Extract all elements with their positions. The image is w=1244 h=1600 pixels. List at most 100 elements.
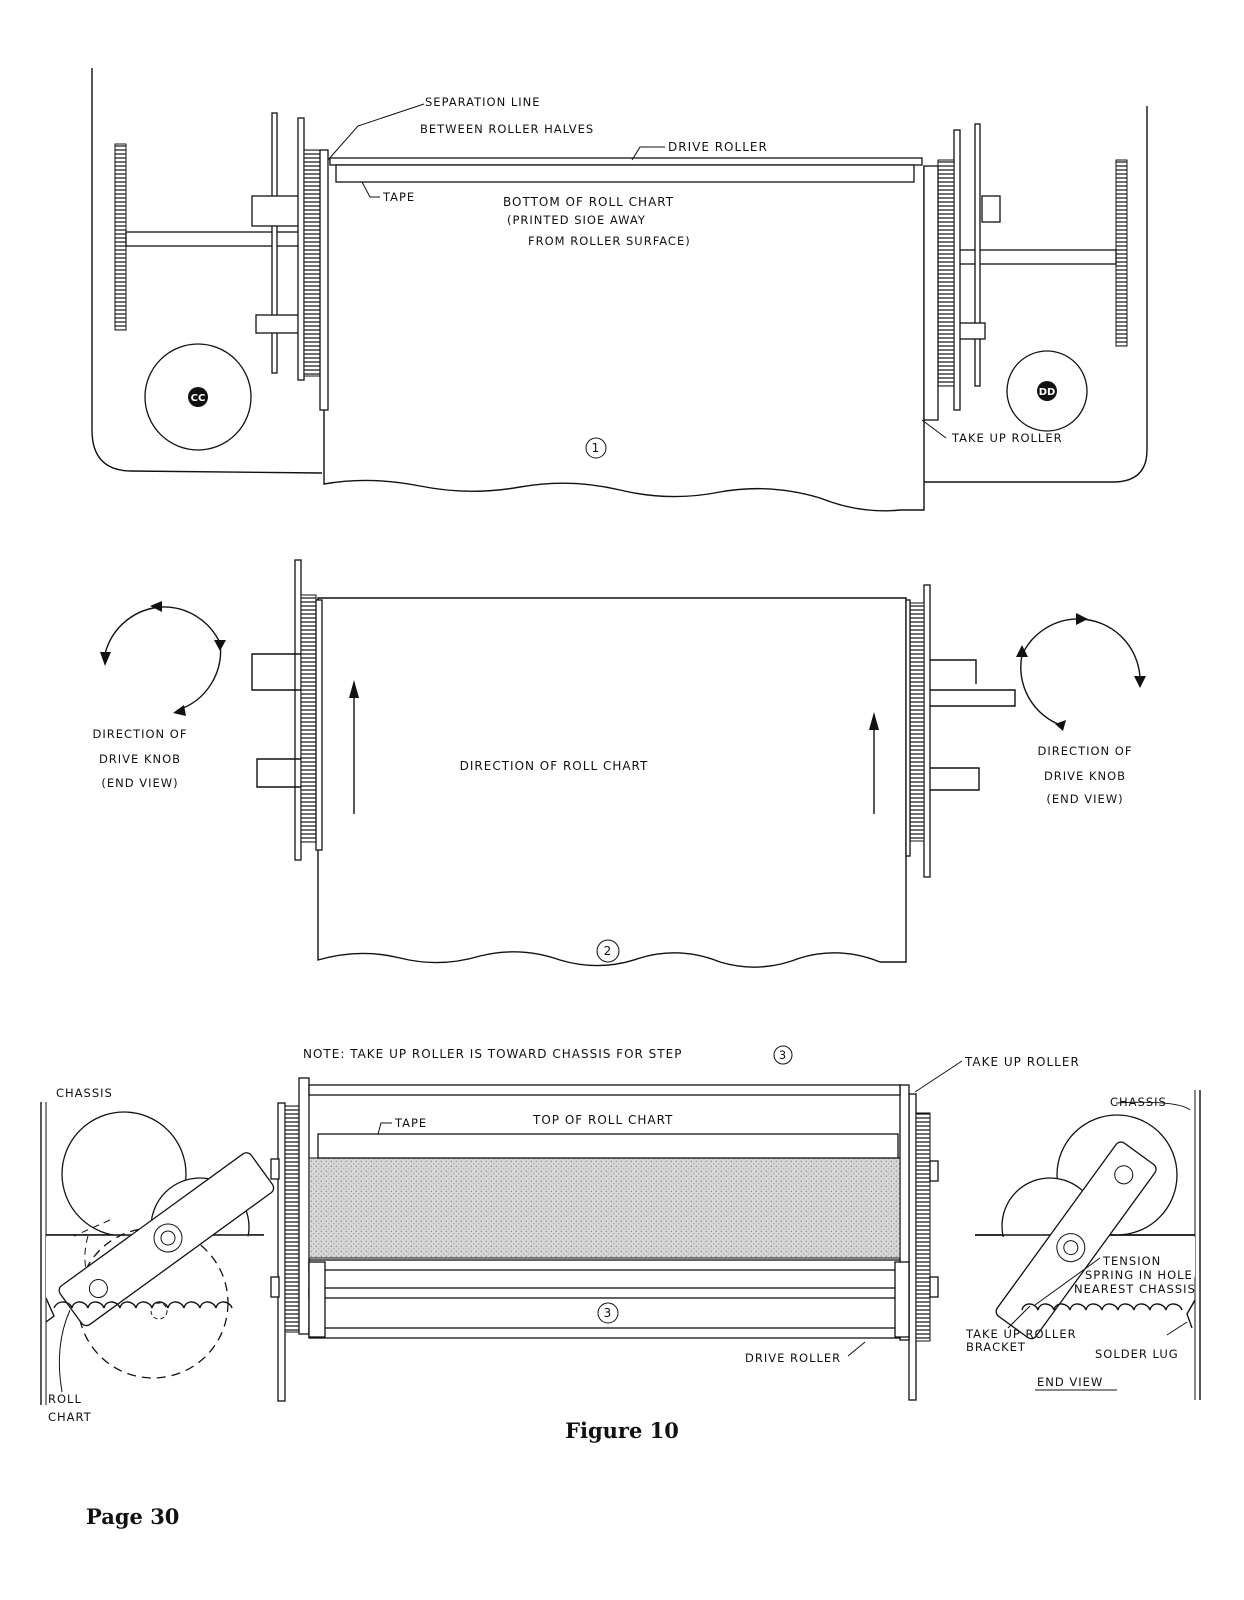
left-rotation-arrowhead-1 (100, 652, 111, 666)
knob-dd-label: DD (1039, 387, 1056, 398)
right-gear-2 (908, 602, 925, 842)
left-rotation-arc (104, 606, 222, 711)
drive-roller-label-3: DRIVE ROLLER (745, 1351, 841, 1365)
left-lower-shaft (255, 314, 305, 334)
drive-roller (329, 157, 923, 166)
left-roll-hub-dashed (150, 1302, 168, 1320)
panel-1-bottom-view: CC DD SEPARATION LINE BETWEEN ROLLER HAL… (91, 68, 1148, 512)
roll-direction-arrowhead-left (349, 680, 359, 698)
step-3-circle (597, 1302, 619, 1324)
roll-chart-label-2: CHART (48, 1410, 92, 1424)
right-rotation-arrowhead-2 (1076, 613, 1088, 625)
panel-3-top-view: NOTE: TAKE UP ROLLER IS TOWARD CHASSIS F… (40, 1045, 1201, 1424)
tension-label-3: NEAREST CHASSIS (1074, 1282, 1196, 1296)
right-side-plate (974, 123, 981, 387)
right-shaft-stub-upper-3 (929, 1160, 939, 1182)
right-shaft-upper-2 (930, 659, 977, 684)
drive-roller-left-end (308, 1261, 326, 1338)
right-plate-3 (908, 1093, 917, 1401)
left-roller-end-3 (298, 1077, 310, 1335)
tape-leader-3 (377, 1122, 392, 1135)
roll-chart-shaded (308, 1157, 901, 1259)
upper-bar-3 (308, 1259, 901, 1271)
tension-label-1: TENSION (1102, 1254, 1161, 1268)
right-bearing-block (981, 195, 1001, 223)
roll-chart-label-1: ROLL (48, 1392, 82, 1406)
right-rotation-arrowhead-4 (1055, 720, 1066, 731)
right-shaft (943, 249, 1117, 265)
right-roller-end (923, 165, 939, 421)
left-gear-2 (300, 594, 317, 843)
right-solder-lug (1186, 1299, 1196, 1329)
right-bracket (995, 1141, 1157, 1340)
take-up-roller-leader (921, 419, 947, 439)
bracket-label-2: BRACKET (966, 1340, 1026, 1354)
left-dashed-leader-2 (73, 1219, 111, 1237)
left-side-plate (271, 112, 278, 374)
bracket-label-1: TAKE UP ROLLER (965, 1327, 1077, 1341)
tape-strip (335, 164, 915, 183)
left-plate-2 (294, 559, 302, 861)
take-up-roller-leader-3 (914, 1060, 963, 1093)
right-rotation-arc (1020, 618, 1141, 727)
tension-label-2: SPRING IN HOLE (1085, 1268, 1193, 1282)
left-bracket (58, 1152, 275, 1327)
left-solder-lug (45, 1297, 55, 1323)
solder-lug-label: SOLDER LUG (1095, 1347, 1179, 1361)
left-shaft-stub-lower-3 (270, 1276, 280, 1298)
right-direction-label-3: (END VIEW) (1046, 792, 1123, 806)
left-drive-knob-gear (114, 143, 127, 331)
right-roller-end-2 (905, 599, 911, 857)
lower-bar-3 (308, 1287, 901, 1299)
roll-chart-sheet-2 (317, 597, 907, 968)
drive-roller-3 (308, 1327, 901, 1339)
left-rotation-arrowhead-4 (173, 705, 186, 716)
figure-caption: Figure 10 (565, 1418, 679, 1443)
step-1-circle (585, 437, 607, 459)
roller-surface-label: FROM ROLLER SURFACE) (528, 234, 691, 248)
chassis-outline-left (91, 68, 323, 474)
drive-roller-right-end (894, 1261, 910, 1338)
left-shaft-lower-2 (256, 758, 301, 788)
right-shaft-mid-2 (930, 689, 1016, 707)
left-rotation-arrowhead-2 (150, 601, 162, 612)
left-bearing-block (251, 195, 301, 227)
chassis-outline-right (924, 106, 1148, 483)
step-3-number: 3 (604, 1306, 613, 1320)
step-2-number: 2 (604, 944, 613, 958)
step-2-circle (596, 939, 620, 963)
left-shaft (125, 231, 307, 247)
right-roller-gear (937, 159, 955, 387)
tension-spring-leader (1034, 1257, 1101, 1306)
tape-label: TAPE (382, 190, 415, 204)
knob-dd-badge (1037, 381, 1057, 401)
drive-roller-leader-3 (847, 1341, 866, 1357)
roll-chart-sheet (323, 162, 925, 512)
right-plate-2 (923, 584, 931, 878)
roll-chart-leader (58, 1309, 71, 1393)
step-1-number: 1 (592, 441, 601, 455)
left-gear-plate (297, 117, 305, 381)
panel-2-direction-view: DIRECTION OF DRIVE KNOB (END VIEW) DIREC… (93, 559, 1146, 968)
printed-side-label: (PRINTED SIOE AWAY (507, 213, 646, 227)
left-direction-label-1: DIRECTION OF (93, 727, 188, 741)
chassis-left-label: CHASSIS (56, 1086, 113, 1100)
between-roller-halves-label: BETWEEN ROLLER HALVES (420, 122, 594, 136)
left-roller-gear (303, 149, 321, 377)
right-rotation-arrowhead-3 (1016, 645, 1028, 657)
left-tension-spring (53, 1301, 233, 1309)
right-shaft-stub-lower-3 (929, 1276, 939, 1298)
right-direction-label-2: DRIVE KNOB (1044, 769, 1126, 783)
left-roller-end-2 (315, 599, 323, 851)
roll-direction-arrowhead-right (869, 712, 879, 730)
step-3-note: NOTE: TAKE UP ROLLER IS TOWARD CHASSIS F… (303, 1047, 682, 1061)
left-gear-3 (284, 1105, 300, 1333)
right-rotation-arrowhead-1 (1134, 676, 1146, 688)
right-shaft-lower-2 (930, 767, 980, 791)
chassis-right-label: CHASSIS (1110, 1095, 1167, 1109)
bottom-of-roll-chart-label: BOTTOM OF ROLL CHART (503, 195, 674, 209)
page-number: Page 30 (86, 1504, 180, 1529)
left-plate-3 (277, 1102, 286, 1402)
take-up-roller-3 (308, 1084, 901, 1096)
